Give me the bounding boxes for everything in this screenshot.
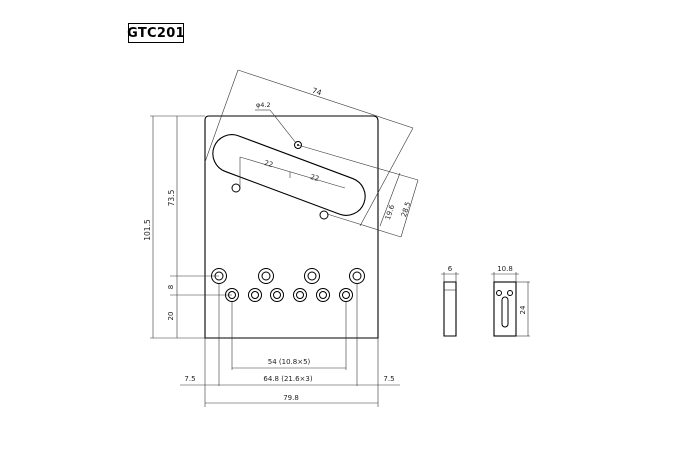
- dim-79-8: 79.8: [283, 394, 299, 402]
- dim-54: 54 (10.8×5): [268, 358, 311, 366]
- dim-8: 8: [167, 285, 175, 289]
- dim-10-8: 10.8: [497, 265, 513, 273]
- dim-73-5: 73.5: [167, 189, 176, 206]
- saddle-view-hole-right: [507, 290, 513, 296]
- side-view-profile: [443, 281, 457, 337]
- dim-hole-diameter: φ4.2: [256, 101, 271, 109]
- dim-7-5-left: 7.5: [184, 375, 195, 383]
- dim-28-5: 28.5: [400, 201, 412, 218]
- dim-19-6: 19.6: [384, 203, 397, 221]
- saddle-view-hole-left: [496, 290, 502, 296]
- dim-64-8: 64.8 (21.6×3): [263, 375, 312, 383]
- part-number-text: GTC201: [127, 25, 185, 41]
- pickup-slot: [212, 134, 366, 216]
- part-number-label: GTC201: [127, 23, 185, 43]
- mounting-hole-left: [231, 183, 241, 193]
- dim-24: 24: [519, 305, 527, 314]
- mounting-hole-right: [319, 210, 329, 220]
- dim-7-5-right: 7.5: [383, 375, 394, 383]
- string-holes-row: [225, 288, 353, 302]
- dim-101-5: 101.5: [143, 219, 152, 241]
- dim-6: 6: [448, 265, 453, 273]
- dim-22-right: 22: [309, 173, 320, 183]
- dim-74: 74: [311, 86, 323, 98]
- dim-22-left: 22: [263, 159, 274, 169]
- saddle-view-slot: [501, 296, 509, 328]
- dim-20: 20: [167, 312, 175, 321]
